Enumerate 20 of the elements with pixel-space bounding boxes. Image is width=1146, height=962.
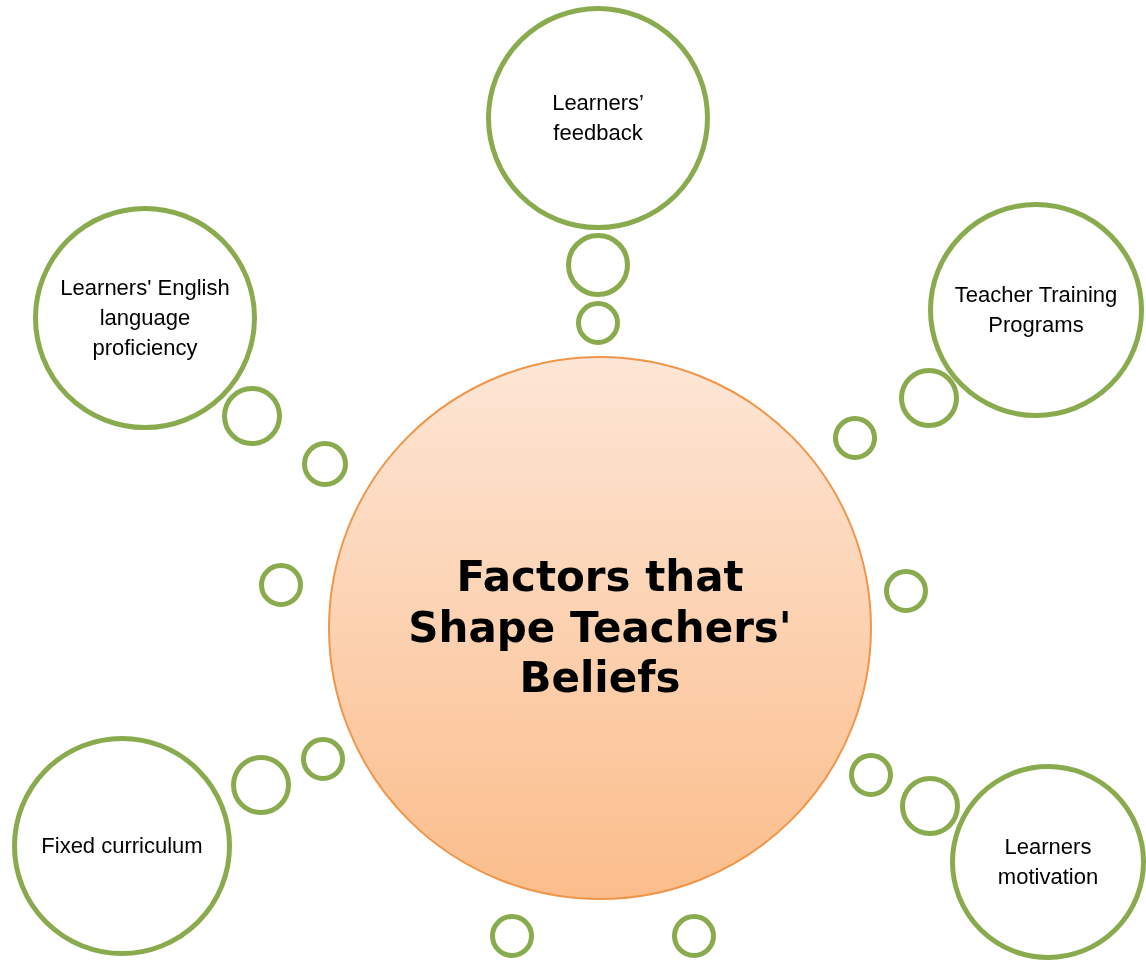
bubble-label: Learners motivation xyxy=(996,833,1100,891)
small-bubble xyxy=(833,416,877,460)
small-bubble xyxy=(222,386,282,446)
bubble-label: Learners' English language proficiency xyxy=(59,274,231,362)
small-bubble xyxy=(302,441,348,487)
small-bubble xyxy=(672,914,716,958)
small-bubble xyxy=(490,914,534,958)
small-bubble xyxy=(900,776,960,836)
small-bubble xyxy=(566,233,630,297)
small-bubble xyxy=(849,753,893,797)
bubble-label: Learners’ feedback xyxy=(551,89,645,147)
small-bubble xyxy=(899,368,959,428)
bubble-label: Fixed curriculum xyxy=(40,832,204,861)
small-bubble xyxy=(259,563,303,607)
small-bubble xyxy=(231,755,291,815)
small-bubble xyxy=(884,569,928,613)
bubble-label: Teacher Training Programs xyxy=(953,281,1119,339)
central-title: Factors that Shape Teachers' Beliefs xyxy=(407,552,793,704)
small-bubble xyxy=(576,301,620,345)
small-bubble xyxy=(301,737,345,781)
